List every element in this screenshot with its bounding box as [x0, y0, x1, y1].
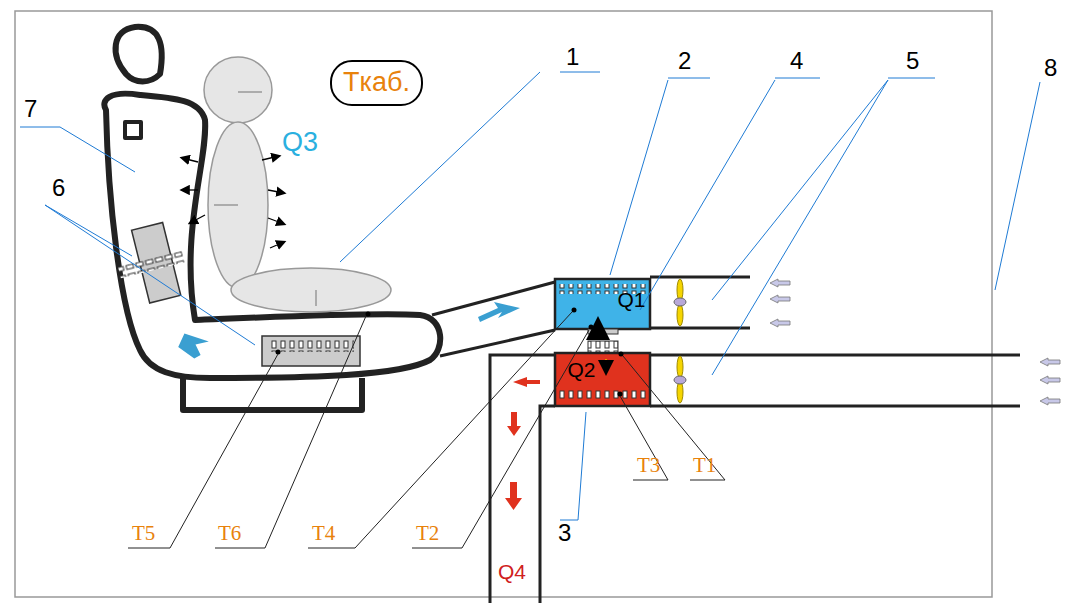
intake-arrow	[770, 279, 1060, 405]
callout-number: 7	[24, 96, 37, 122]
sensor-label: T1	[693, 454, 716, 477]
heat-flow-label: Q3	[282, 128, 318, 158]
callout-number: 6	[52, 175, 65, 201]
callout-number: 8	[1044, 55, 1057, 81]
sensor-label: T3	[637, 454, 660, 477]
cabin-frame	[15, 11, 992, 597]
seat-heat-exchanger	[110, 220, 360, 366]
temperature-box: Tкаб.	[330, 60, 423, 106]
callout-number: 2	[678, 48, 691, 74]
sensor-label: T2	[416, 522, 439, 545]
heat-flow-label: Q4	[498, 560, 526, 583]
node-text: Q2	[567, 358, 595, 381]
hot-exchanger	[555, 353, 650, 406]
sensor-point	[276, 308, 624, 397]
cold-exchanger	[555, 279, 650, 355]
heat-flow-label: Q1	[612, 288, 651, 312]
sensor-label: T6	[218, 522, 241, 545]
callout-number: 4	[790, 48, 803, 74]
sensor-label: T4	[312, 522, 335, 545]
leader-line	[20, 72, 1040, 520]
heat-flow-arrows	[182, 156, 284, 248]
callout-number: 5	[906, 48, 919, 74]
sensor-label: T5	[132, 522, 155, 545]
node-text: Tкаб.	[343, 68, 410, 98]
callout-number: 3	[558, 520, 571, 546]
node-text: Q1	[617, 288, 645, 311]
fan-hub	[674, 298, 686, 384]
seat	[104, 27, 440, 410]
duct	[432, 277, 1020, 603]
heat-flow-label: Q2	[562, 358, 601, 382]
sensor-leader	[128, 312, 725, 548]
callout-number: 1	[566, 44, 579, 70]
